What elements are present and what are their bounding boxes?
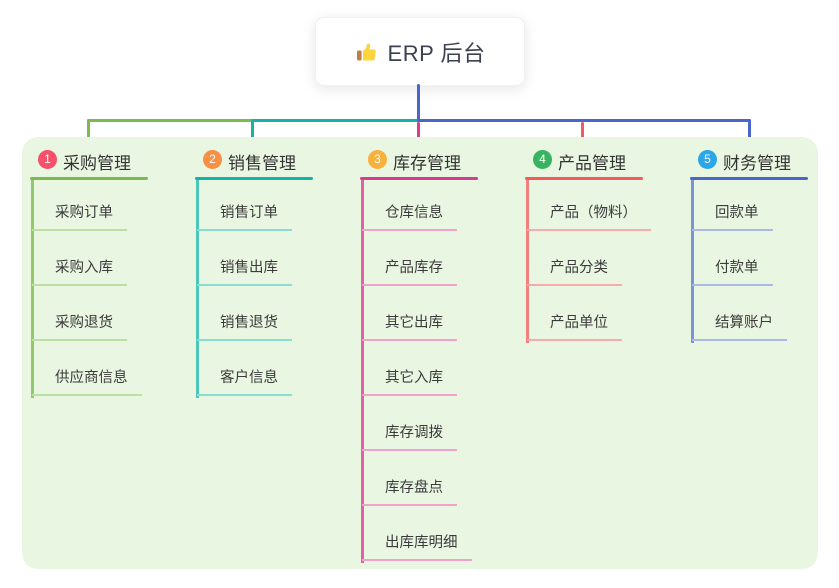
connector-drop-product <box>581 122 584 144</box>
node-receipt-order[interactable]: 回款单 <box>692 205 773 231</box>
branch-inventory-badge: 3 <box>368 150 387 169</box>
connector-drop-sales <box>251 119 254 144</box>
thumbs-up-icon <box>355 40 379 64</box>
node-product-category[interactable]: 产品分类 <box>527 260 622 286</box>
connector-h-finance <box>417 119 751 122</box>
branch-product-node[interactable]: 4 产品管理 <box>525 148 643 180</box>
node-supplier-info[interactable]: 供应商信息 <box>32 370 142 396</box>
branch-inventory: 3 库存管理 仓库信息 产品库存 其它出库 其它入库 库存调拨 库存盘点 出库库… <box>360 137 525 569</box>
branch-purchase-node[interactable]: 1 采购管理 <box>30 148 148 180</box>
branch-finance-trunk-line <box>691 180 694 343</box>
branch-product-badge: 4 <box>533 150 552 169</box>
branch-inventory-trunk-line <box>361 180 364 563</box>
node-purchase-inbound[interactable]: 采购入库 <box>32 260 127 286</box>
node-product-unit[interactable]: 产品单位 <box>527 315 622 341</box>
node-product-material[interactable]: 产品（物料） <box>527 205 651 231</box>
branch-purchase: 1 采购管理 采购订单 采购入库 采购退货 供应商信息 <box>30 137 195 569</box>
node-other-inbound[interactable]: 其它入库 <box>362 370 457 396</box>
branch-purchase-badge: 1 <box>38 150 57 169</box>
mindmap-canvas <box>22 137 818 569</box>
root-node[interactable]: ERP 后台 <box>315 17 525 86</box>
node-other-outbound[interactable]: 其它出库 <box>362 315 457 341</box>
branch-inventory-underline <box>360 177 478 180</box>
node-purchase-order[interactable]: 采购订单 <box>32 205 127 231</box>
branch-sales-node[interactable]: 2 销售管理 <box>195 148 313 180</box>
branch-product-trunk-line <box>526 180 529 343</box>
branch-purchase-trunk-line <box>31 180 34 398</box>
node-sales-outbound[interactable]: 销售出库 <box>197 260 292 286</box>
connector-drop-inventory <box>417 122 420 144</box>
node-customer-info[interactable]: 客户信息 <box>197 370 292 396</box>
node-outbound-detail[interactable]: 出库库明细 <box>362 535 472 561</box>
node-warehouse-info[interactable]: 仓库信息 <box>362 205 457 231</box>
branch-product-underline <box>525 177 643 180</box>
node-payment-order[interactable]: 付款单 <box>692 260 773 286</box>
node-stock-transfer[interactable]: 库存调拨 <box>362 425 457 451</box>
branch-finance-badge: 5 <box>698 150 717 169</box>
branch-finance-node[interactable]: 5 财务管理 <box>690 148 808 180</box>
branch-product-title: 产品管理 <box>558 154 626 173</box>
branch-finance: 5 财务管理 回款单 付款单 结算账户 <box>690 137 839 569</box>
branch-sales-underline <box>195 177 313 180</box>
connector-h-sales <box>252 119 418 122</box>
connector-root-stem <box>417 84 420 122</box>
node-product-stock[interactable]: 产品库存 <box>362 260 457 286</box>
connector-drop-finance <box>748 119 751 144</box>
connector-h-purchase <box>87 119 253 122</box>
node-sales-order[interactable]: 销售订单 <box>197 205 292 231</box>
branch-sales: 2 销售管理 销售订单 销售出库 销售退货 客户信息 <box>195 137 360 569</box>
branch-sales-trunk-line <box>196 180 199 398</box>
branch-purchase-title: 采购管理 <box>63 154 131 173</box>
root-node-label: ERP 后台 <box>387 40 486 66</box>
branch-sales-badge: 2 <box>203 150 222 169</box>
branch-inventory-node[interactable]: 3 库存管理 <box>360 148 478 180</box>
connector-drop-purchase <box>87 119 90 144</box>
branch-sales-title: 销售管理 <box>228 154 296 173</box>
branch-purchase-underline <box>30 177 148 180</box>
node-sales-return[interactable]: 销售退货 <box>197 315 292 341</box>
branch-product: 4 产品管理 产品（物料） 产品分类 产品单位 <box>525 137 690 569</box>
node-purchase-return[interactable]: 采购退货 <box>32 315 127 341</box>
branch-inventory-title: 库存管理 <box>393 154 461 173</box>
branch-finance-underline <box>690 177 808 180</box>
branch-finance-title: 财务管理 <box>723 154 791 173</box>
node-stock-count[interactable]: 库存盘点 <box>362 480 457 506</box>
node-settlement-account[interactable]: 结算账户 <box>692 315 787 341</box>
